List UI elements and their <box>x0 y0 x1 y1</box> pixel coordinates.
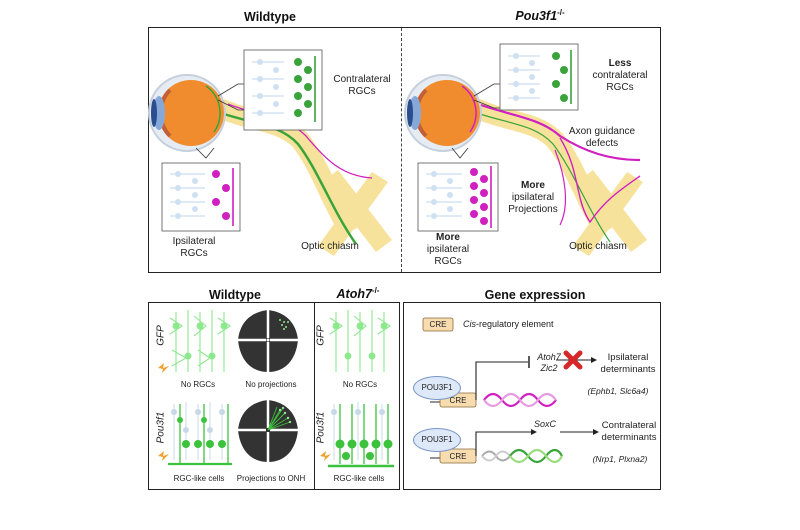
zic2-gene-label: Zic2 <box>540 363 558 373</box>
mutant-gene: Pou3f1 <box>515 9 558 24</box>
mut-less-label: Less contralateral RGCs <box>580 58 660 94</box>
mut-axon-2: defects <box>585 138 619 149</box>
ipsi-genes: (Ephb1, Slc6a4) <box>587 386 649 396</box>
cre-legend-box: CRE <box>429 320 447 329</box>
caption-rgc-like: RGC-like cells <box>173 474 225 483</box>
wt-contra-label-2: RGCs <box>348 86 376 97</box>
mut-less-bold: Less <box>608 58 632 69</box>
bolt-icon-3 <box>320 451 331 461</box>
mut-optic-tract <box>471 98 647 256</box>
mut-more-proj-bold: More <box>521 180 545 191</box>
mut-more-proj-label: More ipsilateral Projections <box>498 180 568 216</box>
pou3f1-ellipse-lower: POU3F1 <box>413 428 461 452</box>
wt-ipsi-inset <box>161 162 241 232</box>
contra-determinants: Contralateral determinants <box>596 420 662 444</box>
wt-ipsi-label-1: Ipsilateral <box>172 236 216 247</box>
top-divider <box>401 28 402 272</box>
atoh7-title: Atoh7-/- <box>320 286 396 301</box>
bolt-icon-2 <box>158 451 169 461</box>
wildtype-title: Wildtype <box>244 10 296 24</box>
atoh-pou-neurons <box>328 402 394 468</box>
contra-genes: (Nrp1, Plxna2) <box>592 454 648 464</box>
wt-ipsi-label-2: RGCs <box>180 248 208 259</box>
caption-proj-onh: Projections to ONH <box>236 474 306 483</box>
mut-contra-inset <box>499 43 579 111</box>
wt-eye <box>148 74 226 152</box>
atoh7-zic2: Atoh7 Zic2 <box>532 352 566 374</box>
wt-contra-label: Contralateral RGCs <box>326 74 398 98</box>
atoh7-sup: -/- <box>371 286 380 295</box>
construct-lower <box>430 429 599 464</box>
bl-wildtype-title: Wildtype <box>209 288 261 302</box>
soxc-label: SoxC <box>533 419 556 429</box>
gene-title: Gene expression <box>484 288 586 302</box>
mut-less-1: contralateral <box>592 70 648 81</box>
cre-legend-text: Cis-regulatory element <box>463 319 554 330</box>
retina-proj-onh <box>238 400 298 462</box>
atoh-gfp-neurons <box>329 310 391 372</box>
retina-no-proj <box>238 310 298 372</box>
mut-more-rgc-label: More ipsilateral RGCs <box>418 232 478 268</box>
gene-expression-panel <box>403 302 661 490</box>
cre-legend-rest: -regulatory element <box>476 319 554 329</box>
contra-det-1: Contralateral <box>601 420 657 431</box>
bottom-left-divider <box>314 303 315 489</box>
wt-ipsi-label: Ipsilateral RGCs <box>164 236 224 260</box>
bottom-left-panel <box>148 302 400 490</box>
contra-det-2: determinants <box>601 432 657 443</box>
pou3f1-ellipse-upper: POU3F1 <box>413 376 461 400</box>
mut-eye <box>404 74 482 152</box>
mut-more-rgc-2: RGCs <box>434 256 462 267</box>
cre-lower: CRE <box>449 452 467 461</box>
mut-more-proj-1: ipsilateral <box>511 192 555 203</box>
mut-more-rgc-1: ipsilateral <box>426 244 470 255</box>
caption-atoh-no-rgcs: No RGCs <box>342 380 378 389</box>
mut-more-proj-2: Projections <box>508 204 558 215</box>
cross-icon <box>563 350 583 370</box>
mut-less-2: RGCs <box>606 82 634 93</box>
wt-contra-label-1: Contralateral <box>333 74 391 85</box>
cre-legend-italic: Cis <box>463 319 476 329</box>
caption-no-projections: No projections <box>245 380 297 389</box>
cre-upper: CRE <box>449 396 467 405</box>
mutant-sup: -/- <box>557 8 565 17</box>
atoh7-gene: Atoh7 <box>336 287 372 302</box>
atoh7-gene-label: Atoh7 <box>537 352 561 362</box>
ipsi-det-2: determinants <box>600 364 656 375</box>
ipsi-det-1: Ipsilateral <box>607 352 649 363</box>
wt-pou-neurons <box>168 402 232 466</box>
mut-ipsi-inset <box>417 162 499 232</box>
wt-chiasm-label: Optic chiasm <box>301 241 359 252</box>
mut-axon-1: Axon guidance <box>568 126 636 137</box>
ipsi-determinants: Ipsilateral determinants <box>598 352 658 376</box>
mut-more-rgc-bold: More <box>436 232 460 243</box>
mut-axon-label: Axon guidance defects <box>554 126 650 150</box>
mut-chiasm-label: Optic chiasm <box>569 241 627 252</box>
wt-contra-inset <box>243 49 323 131</box>
caption-no-rgcs: No RGCs <box>180 380 216 389</box>
bolt-icon-1 <box>158 363 169 373</box>
caption-atoh-rgc-like: RGC-like cells <box>333 474 385 483</box>
top-panel <box>148 27 661 273</box>
mutant-title: Pou3f1-/- <box>470 8 610 23</box>
